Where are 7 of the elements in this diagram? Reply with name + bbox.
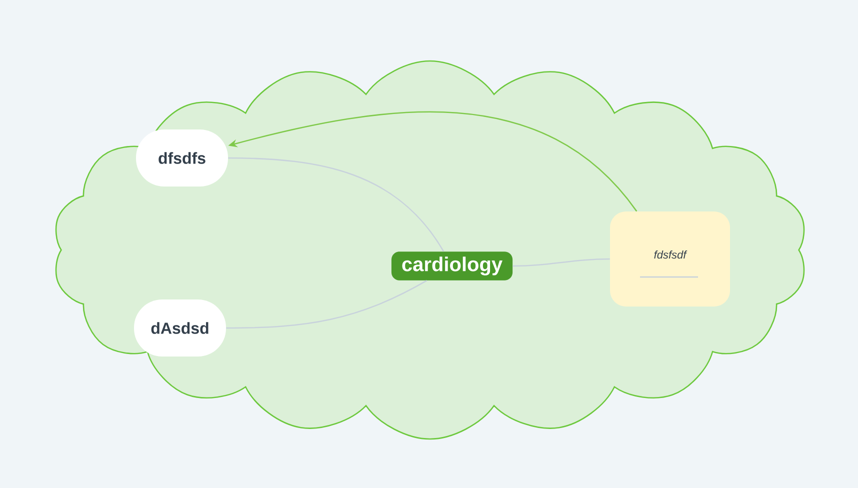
connector-line — [512, 258, 610, 267]
central-topic: cardiology — [391, 252, 513, 280]
topic-box: fdsfsdf — [610, 212, 730, 306]
topic-pill: dfsdfs — [136, 130, 228, 186]
connector-line — [226, 280, 428, 329]
connector-line — [228, 157, 444, 252]
topic-pill: dAsdsd — [134, 300, 226, 356]
